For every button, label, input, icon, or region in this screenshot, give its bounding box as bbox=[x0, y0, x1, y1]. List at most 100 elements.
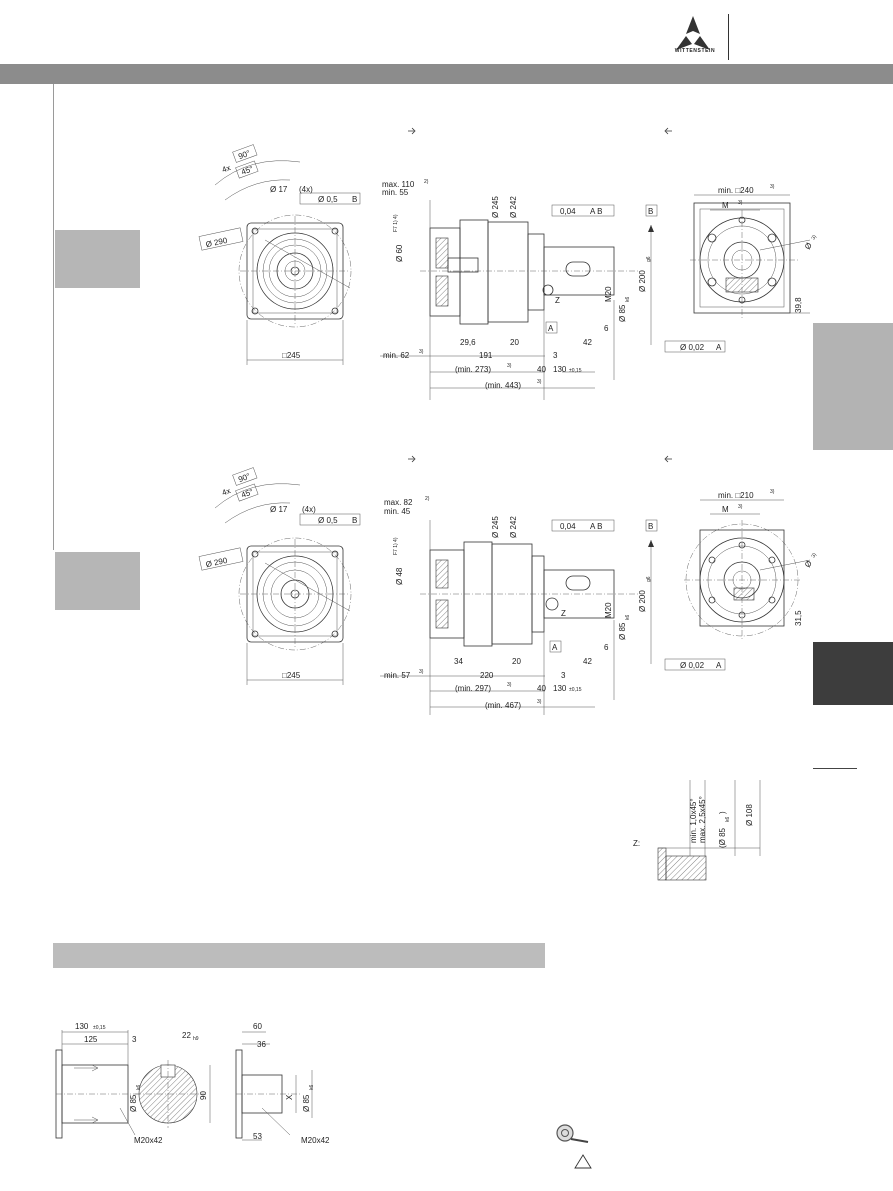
side-tab-2-active[interactable] bbox=[813, 642, 893, 705]
v2-m20: M20 bbox=[604, 602, 613, 618]
v2-m-note: 3) bbox=[738, 504, 743, 510]
v2-datum-b: B bbox=[352, 516, 357, 525]
side-tab-rule bbox=[813, 768, 857, 769]
v1-min443-note: 3) bbox=[537, 379, 542, 385]
v1-min62-note: 3) bbox=[419, 349, 424, 355]
detail-z-d85-fit: k6 bbox=[725, 817, 731, 823]
shaft-l130: 130 bbox=[75, 1022, 89, 1031]
shaft-h90: 90 bbox=[199, 1091, 208, 1100]
detail-z-chamfer-min: min. 1,0x45° bbox=[689, 798, 698, 843]
v1-min443: (min. 443) bbox=[485, 381, 521, 390]
v2-min57: min. 57 bbox=[384, 671, 411, 680]
v2-l40: 40 bbox=[537, 684, 546, 693]
v2-count-4x: 4x bbox=[221, 486, 232, 497]
shaft-d85: Ø 85 bbox=[129, 1094, 138, 1112]
v2-min210: min. □210 bbox=[718, 491, 754, 500]
detail-z-d85-close: ) bbox=[718, 811, 727, 814]
v1-l20: 20 bbox=[510, 338, 519, 347]
direction-arrow-left-1 bbox=[664, 127, 672, 135]
v1-max-length: max. 110 bbox=[382, 180, 415, 189]
v2-runout: 0,04 bbox=[560, 522, 576, 531]
v2-perpendicularity: Ø 0,02 bbox=[680, 661, 705, 670]
v2-d-side-note: 3) bbox=[811, 552, 819, 559]
v1-hole-dia: Ø 17 bbox=[270, 185, 288, 194]
shaft-l36: 36 bbox=[257, 1040, 266, 1049]
v2-bore-fit: F7 1) 4) bbox=[393, 537, 399, 555]
top-band bbox=[0, 64, 893, 84]
v2-d85: Ø 85 bbox=[618, 622, 627, 640]
v1-perp-ref: A bbox=[716, 343, 722, 352]
section-header-bar bbox=[53, 943, 545, 968]
v2-min297-note: 3) bbox=[507, 682, 512, 688]
v2-min467: (min. 467) bbox=[485, 701, 521, 710]
direction-arrow-left-2 bbox=[664, 455, 672, 463]
magnifier-gear-icon[interactable] bbox=[556, 1124, 589, 1143]
v1-d245: Ø 245 bbox=[491, 196, 500, 218]
shaft-d85b: Ø 85 bbox=[302, 1094, 311, 1112]
shaft-thread: M20x42 bbox=[134, 1136, 163, 1145]
v1-angle-90: 90° bbox=[237, 148, 251, 161]
shaft-thread-b: M20x42 bbox=[301, 1136, 330, 1145]
v2-l6: 6 bbox=[604, 643, 609, 652]
detail-z-drawing bbox=[657, 780, 761, 881]
v1-m20: M20 bbox=[604, 286, 613, 302]
v1-l130-tol: ±0,15 bbox=[569, 368, 582, 374]
v1-d85-fit: k6 bbox=[625, 297, 631, 303]
v1-m-note: 3) bbox=[738, 200, 743, 206]
v2-h315: 31,5 bbox=[794, 610, 803, 626]
v2-runout-ref: A B bbox=[590, 522, 602, 531]
end-view-2 bbox=[684, 499, 811, 640]
v2-datum-b-box: B bbox=[648, 522, 653, 531]
v1-d242: Ø 242 bbox=[509, 196, 518, 218]
v1-position-tol: Ø 0,5 bbox=[318, 195, 338, 204]
v1-max-length-note: 2) bbox=[424, 179, 429, 185]
v1-l29: 29,6 bbox=[460, 338, 476, 347]
v1-datum-b-box: B bbox=[648, 207, 653, 216]
v2-l130: 130 bbox=[553, 684, 567, 693]
v2-l130-tol: ±0,15 bbox=[569, 687, 582, 693]
v1-d200: Ø 200 bbox=[638, 270, 647, 292]
shaft-l125: 125 bbox=[84, 1035, 98, 1044]
v2-max-length-note: 2) bbox=[425, 496, 430, 502]
shaft-d85-fit: k6 bbox=[136, 1085, 142, 1091]
side-tab-1[interactable] bbox=[813, 323, 893, 450]
side-view-1 bbox=[380, 200, 726, 400]
v2-max-length: max. 82 bbox=[384, 498, 413, 507]
detail-z-label: Z: bbox=[633, 839, 640, 848]
direction-arrow-right-1 bbox=[408, 127, 416, 135]
shaft-key-width: 22 bbox=[182, 1031, 191, 1040]
v2-l20: 20 bbox=[512, 657, 521, 666]
v1-runout-ref: A B bbox=[590, 207, 602, 216]
v1-l40: 40 bbox=[537, 365, 546, 374]
shaft-key-fit: h9 bbox=[193, 1036, 199, 1042]
v1-datum-a: A bbox=[548, 324, 554, 333]
v2-l34: 34 bbox=[454, 657, 463, 666]
label-block-2 bbox=[55, 552, 140, 610]
v2-min467-note: 3) bbox=[537, 699, 542, 705]
v2-d200-fit: g6 bbox=[646, 576, 652, 582]
v1-h398: 39,8 bbox=[794, 297, 803, 313]
v2-bore: Ø 48 bbox=[395, 567, 404, 585]
v2-detail-z: Z bbox=[561, 609, 566, 618]
v1-min273-note: 3) bbox=[507, 363, 512, 369]
shaft-l60: 60 bbox=[253, 1022, 262, 1031]
v2-min210-note: 3) bbox=[770, 489, 775, 495]
v1-l3: 3 bbox=[553, 351, 558, 360]
front-view-2 bbox=[198, 467, 361, 685]
v1-d200-fit: g6 bbox=[646, 256, 652, 262]
v1-angle-45: 45° bbox=[240, 164, 254, 177]
v1-d85: Ø 85 bbox=[618, 304, 627, 322]
v1-datum-b: B bbox=[352, 195, 357, 204]
v1-bore-fit: F7 1) 4) bbox=[393, 214, 399, 232]
label-block-1 bbox=[55, 230, 140, 288]
wittenstein-logo bbox=[676, 16, 710, 50]
v1-m-label: M bbox=[722, 201, 729, 210]
v2-m-label: M bbox=[722, 505, 729, 514]
v2-hole-count: (4x) bbox=[302, 505, 316, 514]
direction-arrow-right-2 bbox=[408, 455, 416, 463]
v1-min-length: min. 55 bbox=[382, 188, 409, 197]
detail-z-d108: Ø 108 bbox=[745, 804, 754, 826]
v1-min273: (min. 273) bbox=[455, 365, 491, 374]
v2-min297: (min. 297) bbox=[455, 684, 491, 693]
